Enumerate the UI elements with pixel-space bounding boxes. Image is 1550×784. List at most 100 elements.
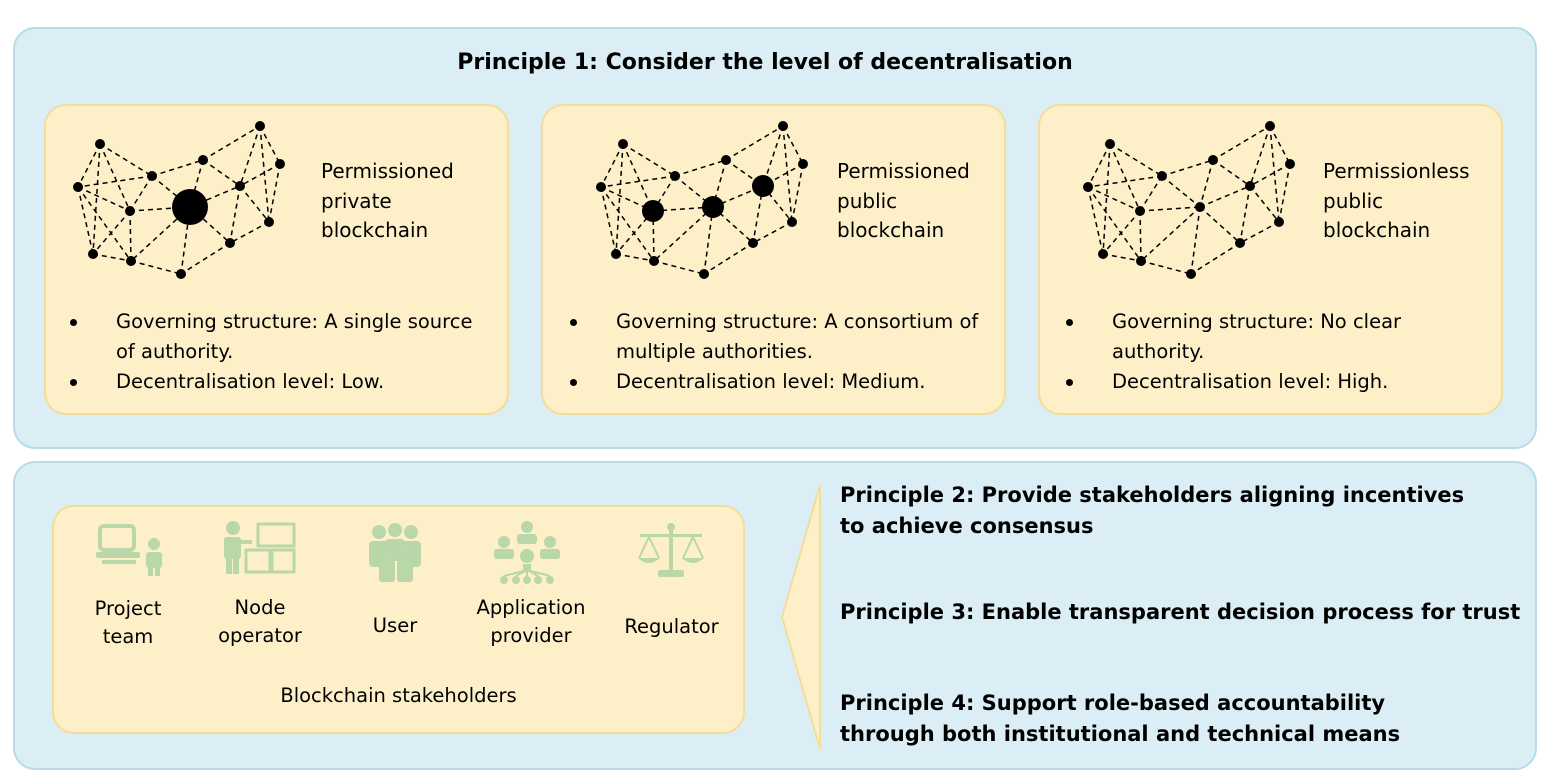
- network-node: [176, 269, 186, 279]
- network-edge: [615, 143, 624, 255]
- network-node: [1083, 182, 1093, 192]
- network-edge: [1239, 221, 1280, 244]
- network-node: [275, 159, 285, 169]
- network-edge: [1212, 125, 1271, 161]
- network-edge: [1102, 143, 1111, 255]
- network-edge: [622, 143, 676, 177]
- network-edge: [1139, 175, 1163, 212]
- network-node: [778, 121, 788, 131]
- network-node: [1208, 155, 1218, 165]
- network-node: [125, 206, 135, 216]
- network-edge: [1269, 125, 1280, 223]
- network-edge: [1087, 175, 1163, 188]
- network-edge: [615, 253, 655, 262]
- network-edge: [77, 186, 132, 262]
- network-edge: [600, 143, 624, 188]
- network-node: [1245, 181, 1255, 191]
- network-node: [1136, 256, 1146, 266]
- network-diagram-consortium: [596, 121, 808, 279]
- network-node: [225, 238, 235, 248]
- network-node: [264, 217, 274, 227]
- network-edge: [229, 185, 241, 244]
- bullet-governing: Governing structure: No clear authority.: [1040, 307, 1401, 367]
- network-edge: [129, 206, 191, 212]
- network-edge: [1087, 186, 1142, 262]
- network-edge: [1239, 185, 1251, 244]
- network-node: [1274, 217, 1284, 227]
- network-edge: [229, 221, 270, 244]
- network-edge: [1087, 186, 1104, 255]
- network-node: [1235, 238, 1245, 248]
- stakeholder-label-user: User: [372, 614, 418, 637]
- network-node: [1265, 121, 1275, 131]
- bullet-level: Decentralisation level: Medium.: [544, 367, 978, 397]
- principle4-text: Principle 4: Support role-based accounta…: [840, 691, 1401, 746]
- network-edge: [259, 125, 281, 165]
- stakeholder-label-regulator: Regulator: [624, 615, 719, 638]
- node-operator-icon: [224, 521, 296, 574]
- network-edge: [130, 260, 182, 275]
- network-edge: [92, 143, 101, 255]
- network-edge: [92, 210, 131, 255]
- network-node: [255, 121, 265, 131]
- network-edge: [791, 163, 804, 223]
- network-node: [618, 139, 628, 149]
- network-edge: [600, 186, 617, 255]
- network-node: [235, 181, 245, 191]
- network-edge: [1199, 159, 1214, 208]
- network-edge: [239, 163, 281, 187]
- network-edge: [259, 125, 270, 223]
- network-diagram-centralised: [73, 121, 285, 279]
- network-edge: [77, 175, 153, 188]
- network-node: [88, 249, 98, 259]
- network-edge: [180, 242, 231, 275]
- network-edge: [92, 253, 132, 262]
- network-node: [611, 249, 621, 259]
- principle1-title: Principle 1: Consider the level of decen…: [457, 50, 1073, 75]
- card-bullets: Governing structure: No clear authority.…: [1040, 307, 1401, 397]
- bullet-text: Governing structure: A single source of …: [116, 310, 473, 363]
- network-edge: [1102, 253, 1142, 262]
- network-edge: [703, 242, 754, 275]
- network-node: [649, 256, 659, 266]
- network-edge: [600, 186, 655, 262]
- network-edge: [1087, 143, 1111, 188]
- network-node: [1186, 269, 1196, 279]
- bullet-governing: Governing structure: A single source of …: [44, 307, 472, 367]
- bullet-text: Decentralisation level: Medium.: [616, 370, 926, 393]
- network-edge: [1190, 242, 1241, 275]
- network-node: [95, 139, 105, 149]
- network-edge: [99, 143, 131, 212]
- card-label: Permissioned public blockchain: [837, 159, 970, 242]
- network-edge: [1109, 143, 1163, 177]
- network-edge: [239, 185, 270, 223]
- network-node: [1105, 139, 1115, 149]
- network-node: [1285, 159, 1295, 169]
- network-node: [748, 238, 758, 248]
- network-edge: [202, 125, 261, 161]
- network-node: [670, 171, 680, 181]
- network-edge: [1249, 185, 1280, 223]
- network-node: [721, 155, 731, 165]
- network-node: [1157, 171, 1167, 181]
- network-edge: [600, 175, 676, 188]
- project-team-icon: [96, 524, 162, 576]
- network-edge: [77, 186, 131, 212]
- network-edge: [782, 125, 793, 223]
- stakeholder-label-node-operator: Node operator: [218, 596, 302, 647]
- network-edge: [653, 206, 714, 262]
- network-node: [73, 182, 83, 192]
- network-edge: [1199, 185, 1251, 208]
- card-bullets: Governing structure: A consortium of mul…: [544, 307, 978, 397]
- network-node: [1135, 206, 1145, 216]
- network-edge: [1139, 206, 1201, 212]
- principle3-text: Principle 3: Enable transparent decision…: [840, 600, 1521, 624]
- network-edge: [129, 175, 153, 212]
- network-edge: [1140, 206, 1201, 262]
- network-edge: [202, 159, 241, 187]
- network-edge: [1278, 163, 1291, 223]
- network-edge: [674, 159, 727, 177]
- bullet-text: Governing structure: A consortium of mul…: [616, 310, 979, 363]
- stakeholder-label-project-team: Project team: [94, 597, 162, 648]
- network-node: [699, 269, 709, 279]
